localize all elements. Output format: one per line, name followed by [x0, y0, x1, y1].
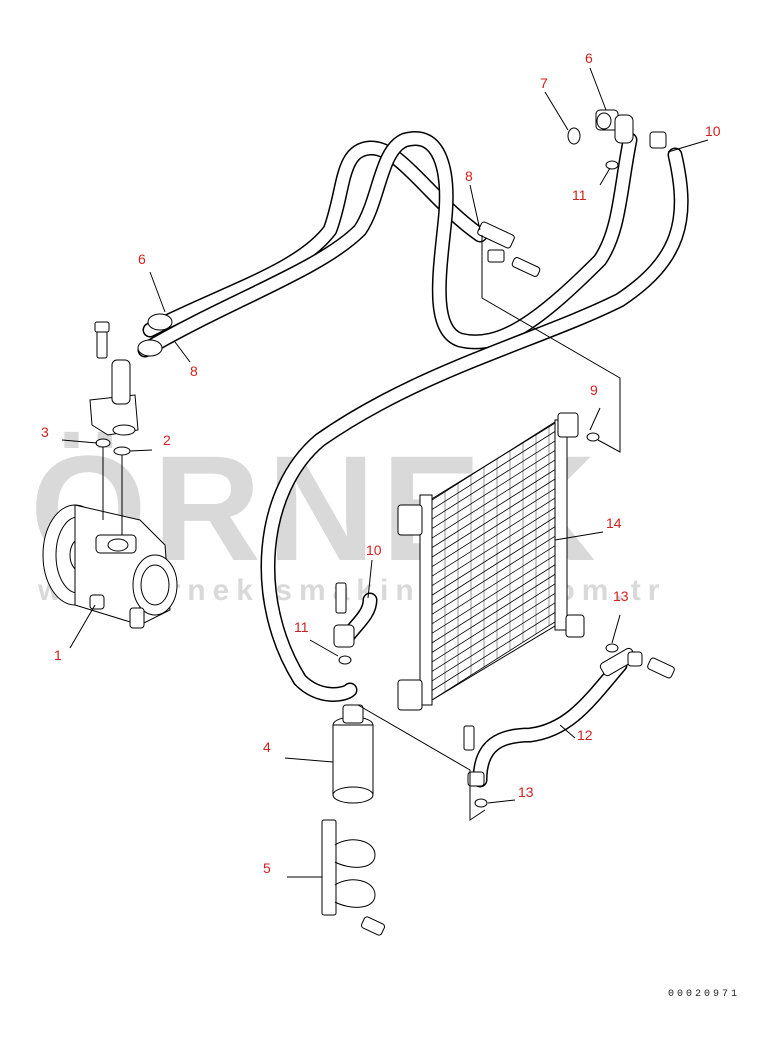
o-ring-11	[605, 160, 619, 170]
condenser-fin	[431, 600, 559, 682]
condenser-fin	[431, 495, 559, 577]
callout-6-top: 6	[585, 50, 593, 66]
o-ring-13-upper	[605, 643, 619, 653]
condenser-fin	[431, 543, 559, 625]
callout-2: 2	[163, 432, 171, 448]
condenser-fin	[431, 486, 559, 568]
condenser-fin	[431, 514, 559, 596]
condenser-fin	[431, 438, 559, 520]
o-ring-9	[586, 432, 600, 442]
condenser-tank-left	[419, 494, 433, 706]
condenser-fin	[431, 429, 559, 510]
condenser-fin	[431, 591, 559, 672]
condenser-fin	[431, 419, 559, 501]
condenser	[397, 412, 619, 711]
condenser-fin	[431, 610, 559, 691]
callouts: 1 2 3 4 5 6 6 7 8 8 9 10 10 11 11 12 13 …	[41, 50, 721, 876]
o-ring-3	[95, 438, 111, 448]
condenser-fin	[431, 505, 559, 587]
condenser-fin	[431, 581, 559, 663]
condenser-fin	[431, 467, 559, 548]
bracket-plate	[321, 819, 337, 916]
callout-11-lower: 11	[294, 619, 309, 635]
condenser-fin	[431, 572, 559, 653]
o-ring-13-lower	[474, 798, 488, 808]
compressor	[42, 504, 178, 629]
callout-13-upper: 13	[613, 588, 629, 604]
callout-9: 9	[590, 382, 598, 398]
callout-12: 12	[577, 727, 593, 743]
callout-3: 3	[41, 424, 49, 440]
o-ring-7	[567, 127, 581, 145]
condenser-fin	[431, 457, 559, 539]
callout-14: 14	[606, 515, 622, 531]
condenser-fin	[431, 448, 559, 529]
leader-lines	[61, 67, 709, 878]
callout-5: 5	[263, 860, 271, 876]
condenser-fin	[431, 619, 559, 701]
hose-group	[137, 131, 689, 788]
callout-8-top: 8	[465, 168, 473, 184]
condenser-tank-right	[554, 419, 568, 631]
fitting-12-right	[463, 647, 675, 808]
callout-10-lower: 10	[366, 542, 382, 558]
fitting-10	[649, 131, 667, 149]
receiver-drier	[332, 582, 374, 804]
drawing-number: 00020971	[668, 989, 740, 1000]
condenser-bracket-top	[397, 504, 423, 536]
condenser-fin	[431, 524, 559, 606]
compressor-manifold	[89, 313, 173, 456]
o-ring-11-lower	[338, 655, 352, 665]
condenser-fin	[431, 476, 559, 558]
condenser-fin	[431, 552, 559, 634]
bracket-5	[321, 819, 386, 936]
condenser-fin	[431, 533, 559, 615]
callout-8-left: 8	[190, 363, 198, 379]
callout-4: 4	[263, 739, 271, 755]
callout-7: 7	[540, 75, 548, 91]
callout-1: 1	[54, 647, 62, 663]
top-fittings	[567, 109, 667, 170]
callout-10-top: 10	[705, 123, 721, 139]
condenser-fin	[431, 562, 559, 644]
receiver-body	[332, 724, 374, 796]
callout-6-left: 6	[138, 251, 146, 267]
callout-13-lower: 13	[518, 784, 534, 800]
connector-8-top	[477, 221, 541, 277]
o-ring-2	[113, 446, 131, 456]
callout-11-top: 11	[572, 187, 587, 203]
condenser-bracket-bottom	[397, 679, 423, 711]
